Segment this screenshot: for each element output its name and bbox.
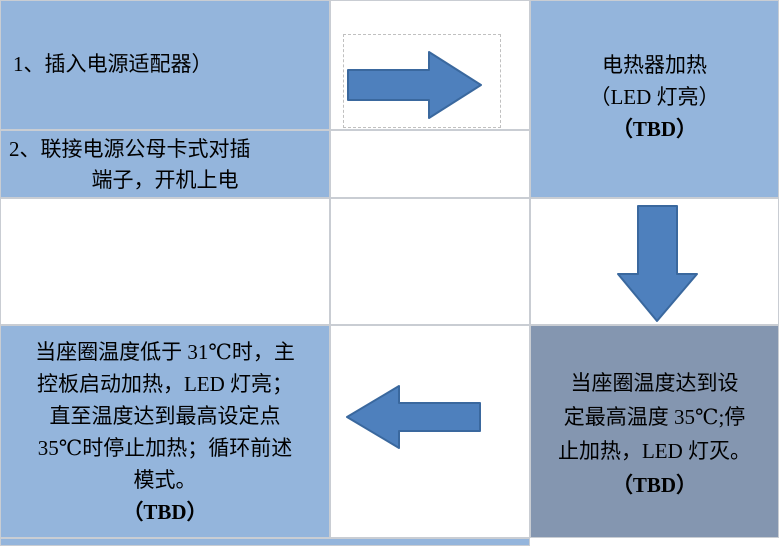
stop-line: 定最高温度 35℃;停 [563, 405, 746, 429]
down-arrow-icon [617, 205, 698, 322]
right-arrow-icon [347, 51, 482, 119]
cell-arrow-left [330, 325, 530, 538]
step2-line2: 端子，开机上电 [91, 168, 239, 192]
stop-line: 止加热，LED 灯灭。 [557, 439, 752, 463]
cell-stop: 当座圈温度达到设 定最高温度 35℃;停 止加热，LED 灯灭。 （TBD） [530, 325, 779, 538]
cell-heater: 电热器加热 （LED 灯亮） （TBD） [530, 0, 779, 198]
cell-empty-left [0, 198, 330, 325]
cell-empty-center [330, 198, 530, 325]
next-row-strip [0, 538, 530, 546]
step1-text: 1、插入电源适配器） [13, 52, 213, 76]
cycle-line: 35℃时停止加热；循环前述 [37, 436, 293, 460]
cycle-tbd: （TBD） [122, 500, 208, 524]
step2-line1: 2、联接电源公母卡式对插 [9, 137, 251, 161]
cycle-line: 直至温度达到最高设定点 [49, 404, 281, 428]
cycle-line: 控板启动加热，LED 灯亮； [36, 372, 294, 396]
stop-line: 当座圈温度达到设 [570, 371, 739, 395]
cell-cycle: 当座圈温度低于 31℃时，主 控板启动加热，LED 灯亮； 直至温度达到最高设定… [0, 325, 330, 538]
cell-arrow-down [530, 198, 779, 325]
cell-empty-mid [330, 130, 530, 198]
cell-step2: 2、联接电源公母卡式对插 端子，开机上电 [0, 130, 330, 198]
stop-tbd: （TBD） [611, 473, 698, 497]
cell-step1: 1、插入电源适配器） [0, 0, 330, 130]
heater-tbd: （TBD） [611, 117, 698, 141]
cycle-line: 模式。 [133, 468, 197, 492]
left-arrow-icon [346, 385, 481, 449]
heater-line2: （LED 灯亮） [589, 85, 720, 109]
cell-arrow-right [330, 0, 530, 130]
cycle-line: 当座圈温度低于 31℃时，主 [35, 340, 295, 364]
heater-line1: 电热器加热 [602, 53, 707, 77]
